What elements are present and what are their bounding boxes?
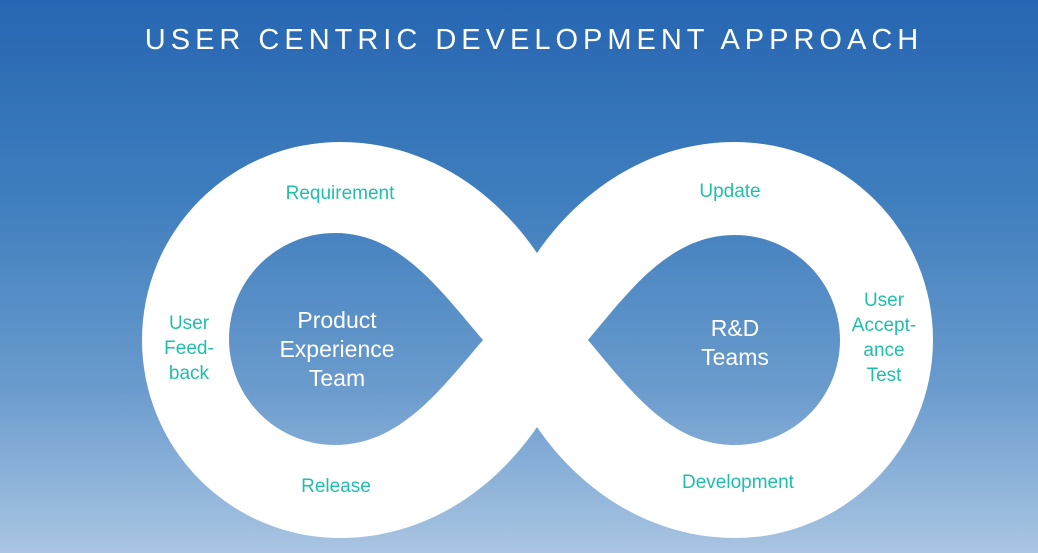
diagram-title: USER CENTRIC DEVELOPMENT APPROACH [144, 24, 924, 56]
label-development: Development [682, 472, 794, 493]
center-product-experience-team: Product Experience Team [279, 307, 395, 391]
label-user-feedback: User Feed- back [164, 313, 214, 384]
label-update: Update [699, 181, 761, 202]
label-user-acceptance-test: User Accept- ance Test [851, 290, 917, 386]
label-requirement: Requirement [285, 183, 395, 204]
infinity-shape [142, 142, 933, 538]
center-rd-teams: R&D Teams [701, 315, 769, 370]
label-release: Release [301, 476, 371, 497]
